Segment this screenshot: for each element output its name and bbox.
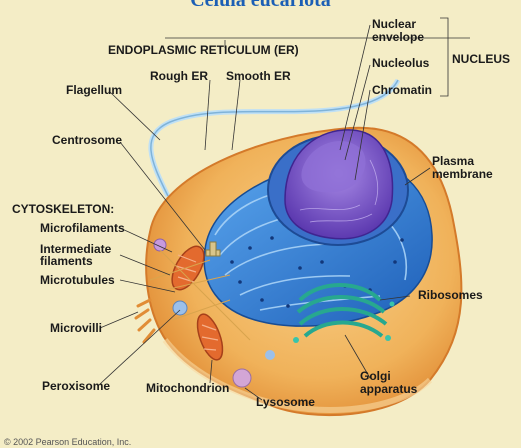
lysosome <box>233 369 251 387</box>
intermediate-filaments-label-2: filaments <box>40 255 93 268</box>
nucleus-label: NUCLEUS <box>452 53 510 66</box>
ribosomes-label: Ribosomes <box>418 289 483 302</box>
nucleolus-label: Nucleolus <box>372 57 429 70</box>
mitochondrion-label: Mitochondrion <box>146 382 229 395</box>
nuclear-envelope-label-2: envelope <box>372 31 424 44</box>
microvilli-label: Microvilli <box>50 322 102 335</box>
microtubules-label: Microtubules <box>40 274 115 287</box>
flagellum-label: Flagellum <box>66 84 122 97</box>
peroxisome <box>173 301 187 315</box>
peroxisome-label: Peroxisome <box>42 380 110 393</box>
microfilaments-label: Microfilaments <box>40 222 125 235</box>
golgi-label-2: apparatus <box>360 383 417 396</box>
cytoskeleton-label: CYTOSKELETON: <box>12 203 114 216</box>
rough-er-label: Rough ER <box>150 70 208 83</box>
plasma-membrane-label-2: membrane <box>432 168 493 181</box>
chromatin-label: Chromatin <box>372 84 432 97</box>
copyright-note: © 2002 Pearson Education, Inc. <box>4 437 131 447</box>
smooth-er-label: Smooth ER <box>226 70 291 83</box>
lysosome-label: Lysosome <box>256 396 315 409</box>
er-group-label: ENDOPLASMIC RETICULUM (ER) <box>108 44 299 57</box>
centrosome-label: Centrosome <box>52 134 122 147</box>
page-title: Célula eucariota <box>0 0 521 12</box>
